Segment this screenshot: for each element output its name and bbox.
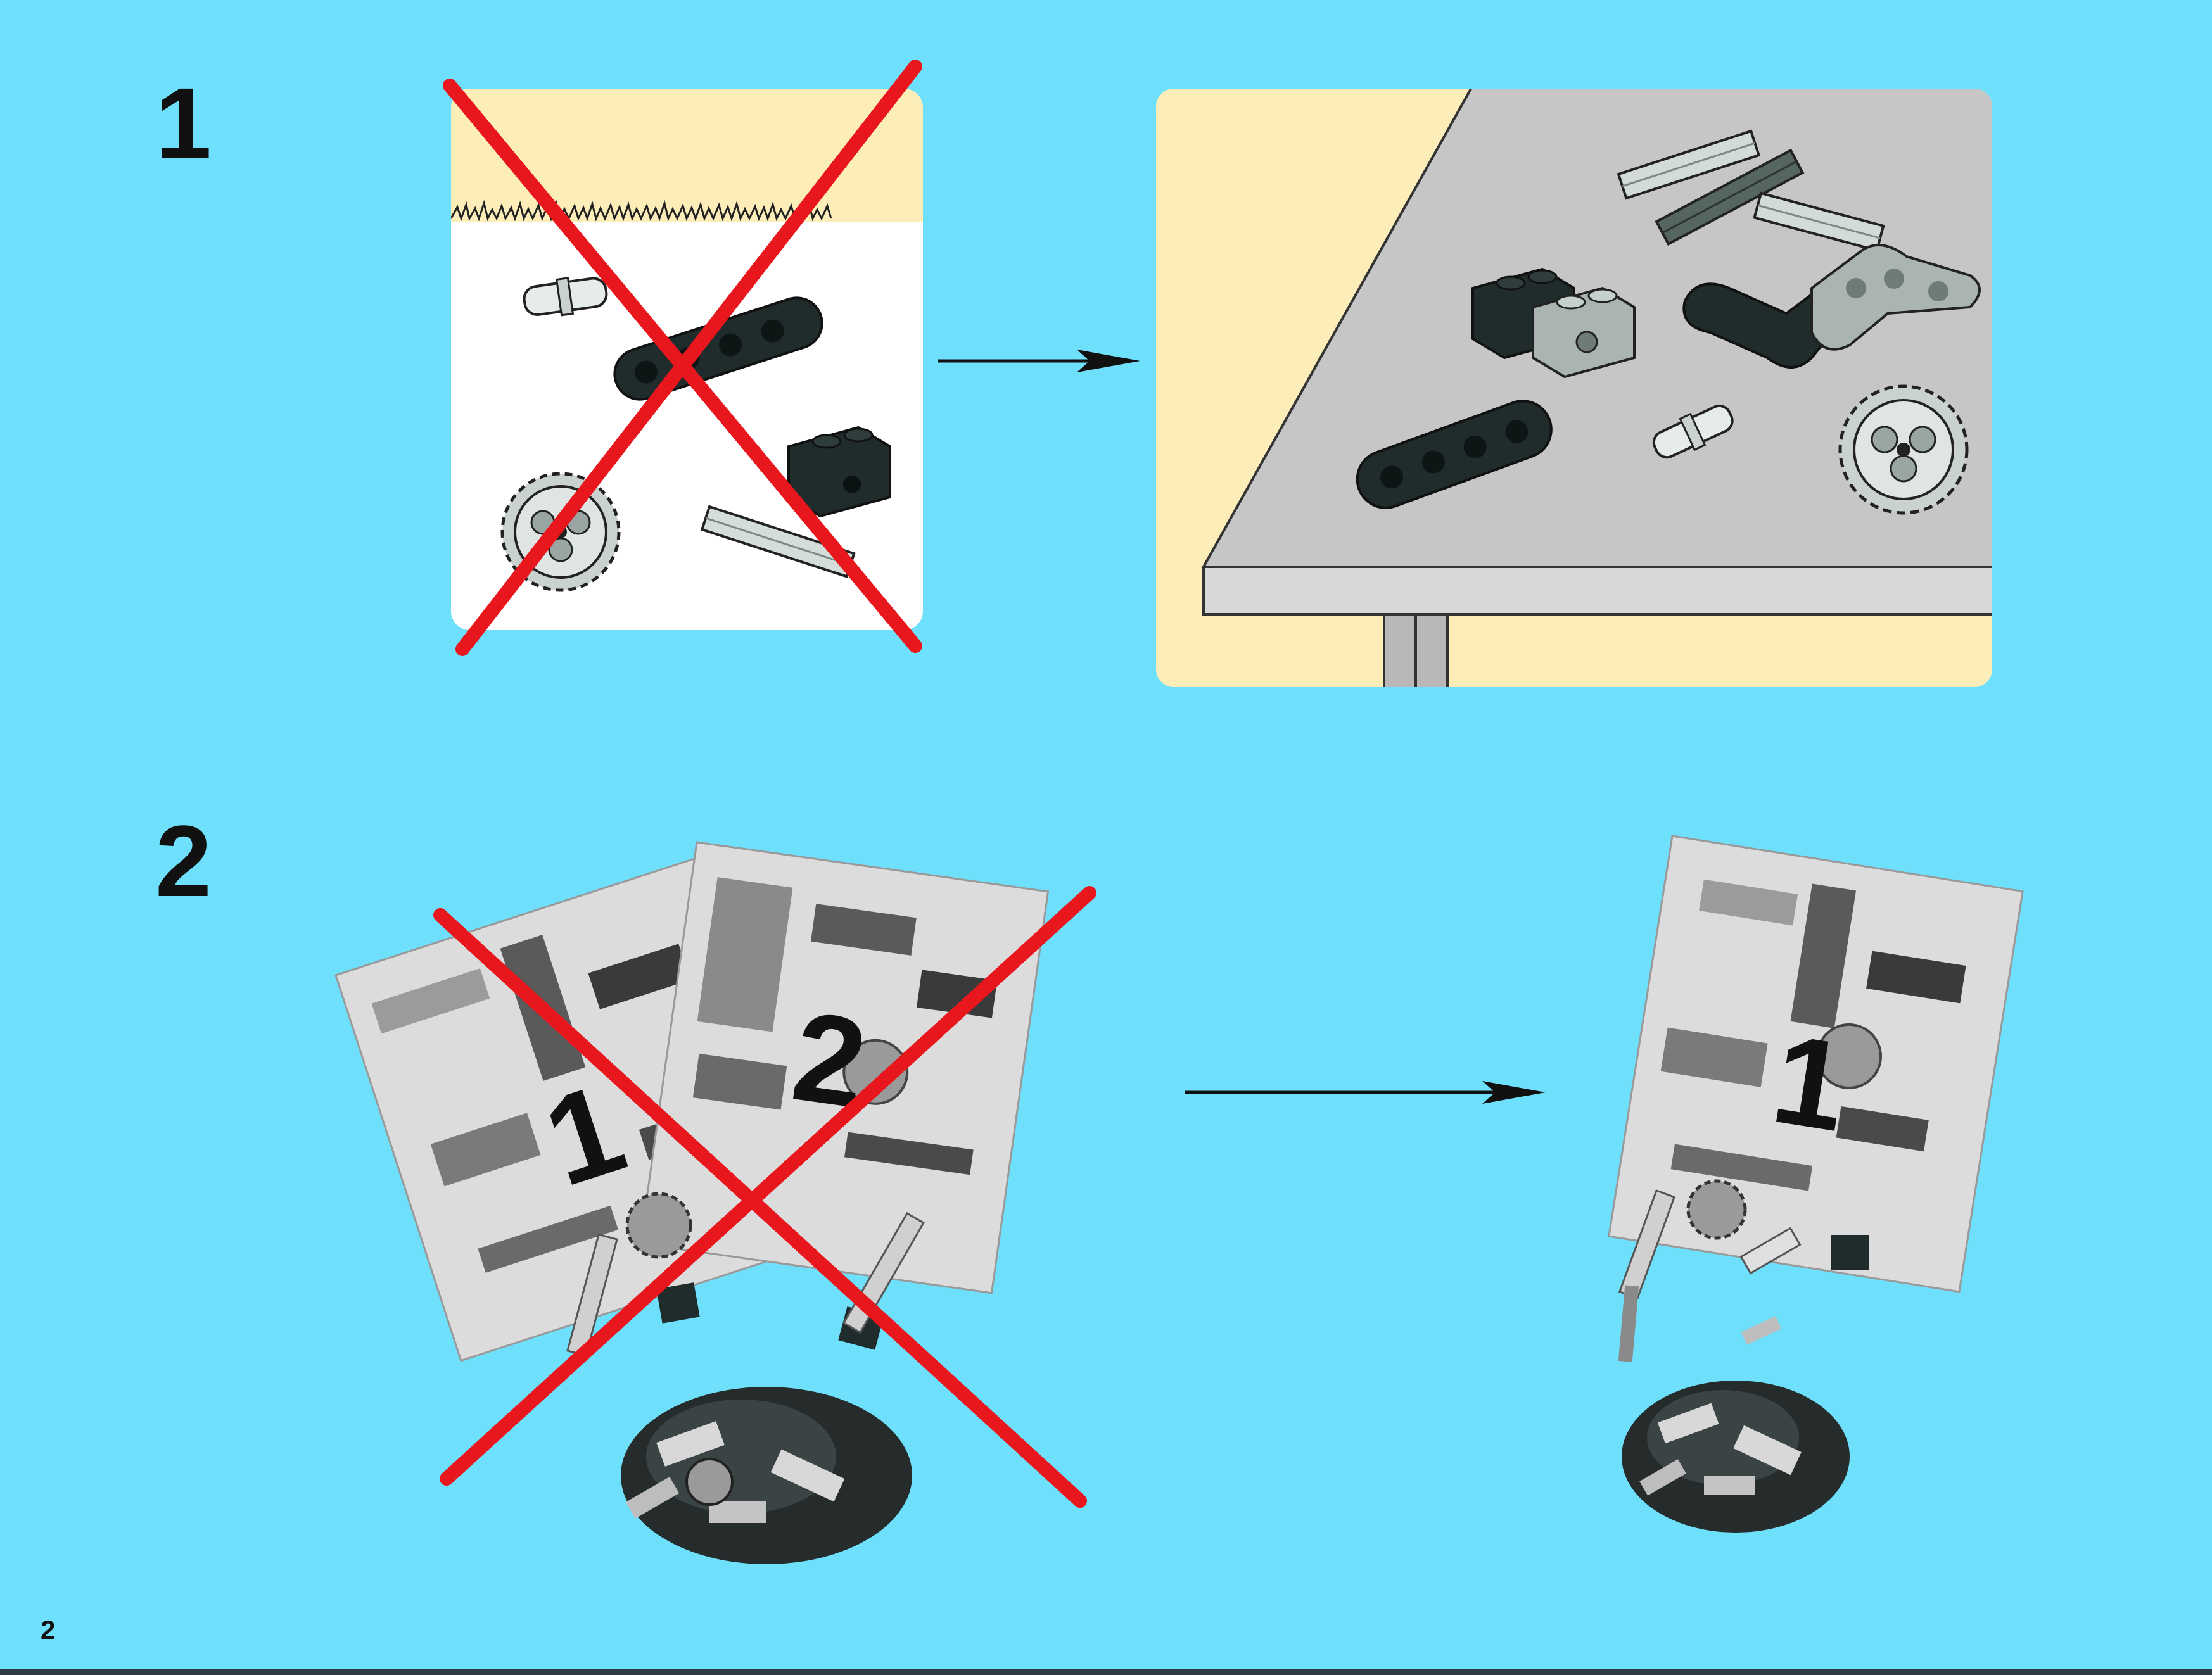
parts-pile-correct (1622, 1381, 1850, 1533)
bottom-edge (0, 1669, 2212, 1675)
bag-1-correct: 1 (1609, 836, 2023, 1292)
step1-wrong-panel (443, 60, 944, 662)
step1-right-panel (1153, 85, 1995, 690)
step2-arrow-icon (1185, 1073, 1552, 1111)
gear-on-table (1840, 386, 1967, 513)
bag-2: 2 (640, 842, 1048, 1293)
step2-right-panel: 1 (1533, 830, 2027, 1564)
step-number-2: 2 (155, 811, 212, 912)
step-number-1: 1 (155, 73, 212, 174)
step1-arrow-icon (938, 342, 1147, 380)
step2-wrong-panel: 1 2 (329, 830, 1216, 1577)
page-number: 2 (41, 1615, 55, 1645)
parts-pile (621, 1387, 912, 1564)
